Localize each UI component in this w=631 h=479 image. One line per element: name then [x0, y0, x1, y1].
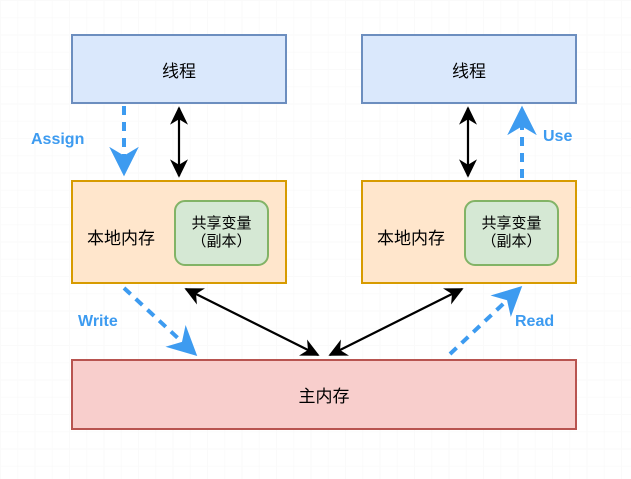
thread-left-label: 线程 [162, 61, 196, 82]
read-arrow [448, 285, 523, 356]
shared-variable-left-line1: 共享变量 [191, 214, 252, 233]
shared-variable-right-line2: （副本） [481, 232, 542, 250]
shared-variable-box-left[interactable]: 共享变量 （副本） [174, 200, 269, 266]
main-memory-box[interactable]: 主内存 [71, 359, 577, 430]
thread-right-label: 线程 [452, 61, 486, 82]
assign-label: Assign [31, 131, 85, 148]
local-memory-right-main-memory-link [328, 288, 464, 356]
local-memory-left-main-memory-link [184, 288, 320, 356]
shared-variable-right-line1: 共享变量 [481, 214, 542, 233]
shared-variable-left-line2: （副本） [191, 232, 252, 250]
write-arrow [122, 286, 198, 356]
shared-variable-box-right[interactable]: 共享变量 （副本） [464, 200, 559, 266]
write-label: Write [78, 313, 118, 330]
local-memory-right-label: 本地内存 [377, 229, 445, 249]
read-label: Read [515, 313, 555, 330]
use-label: Use [543, 128, 573, 145]
thread-box-right[interactable]: 线程 [361, 34, 577, 104]
local-memory-left-label: 本地内存 [87, 229, 155, 249]
thread-box-left[interactable]: 线程 [71, 34, 287, 104]
main-memory-label: 主内存 [298, 387, 350, 407]
